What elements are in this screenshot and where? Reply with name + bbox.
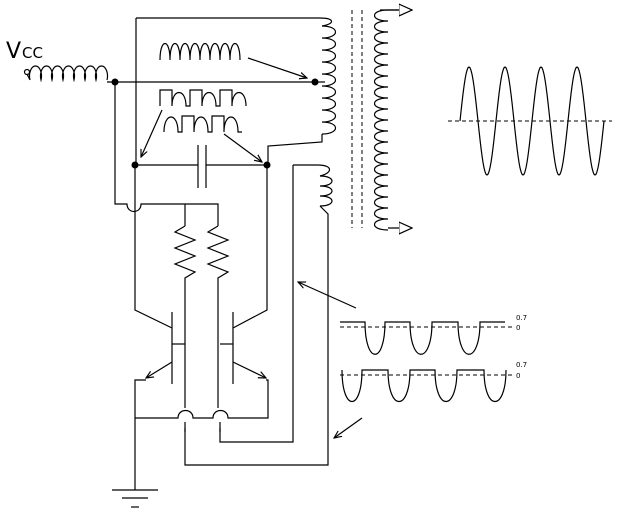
transformer-core [351, 10, 363, 228]
primary-current-waveform [159, 42, 307, 79]
ground-return [134, 344, 269, 490]
svg-text:0.7: 0.7 [516, 314, 527, 322]
vcc-label: V CC [6, 39, 43, 64]
base-voltage-waveforms: 0.7 0 0.7 0 [298, 282, 527, 438]
svg-text:CC: CC [22, 44, 43, 62]
left-transistor [146, 312, 186, 384]
svg-text:0: 0 [516, 372, 520, 380]
bias-rail [114, 82, 219, 226]
tank-capacitor [135, 18, 267, 188]
bias-resistors [173, 225, 230, 316]
svg-text:0: 0 [516, 324, 520, 332]
right-transistor [217, 312, 266, 384]
collector-square-waveforms [141, 89, 262, 162]
transformer-primary-winding [136, 17, 337, 165]
output-sine-waveform [448, 66, 612, 176]
ground-icon [112, 489, 158, 508]
svg-text:V: V [6, 39, 21, 64]
collector-leads [134, 165, 268, 329]
supply-choke-inductor [23, 65, 315, 83]
svg-text:0.7: 0.7 [516, 361, 527, 369]
transformer-secondary-winding [373, 10, 413, 230]
